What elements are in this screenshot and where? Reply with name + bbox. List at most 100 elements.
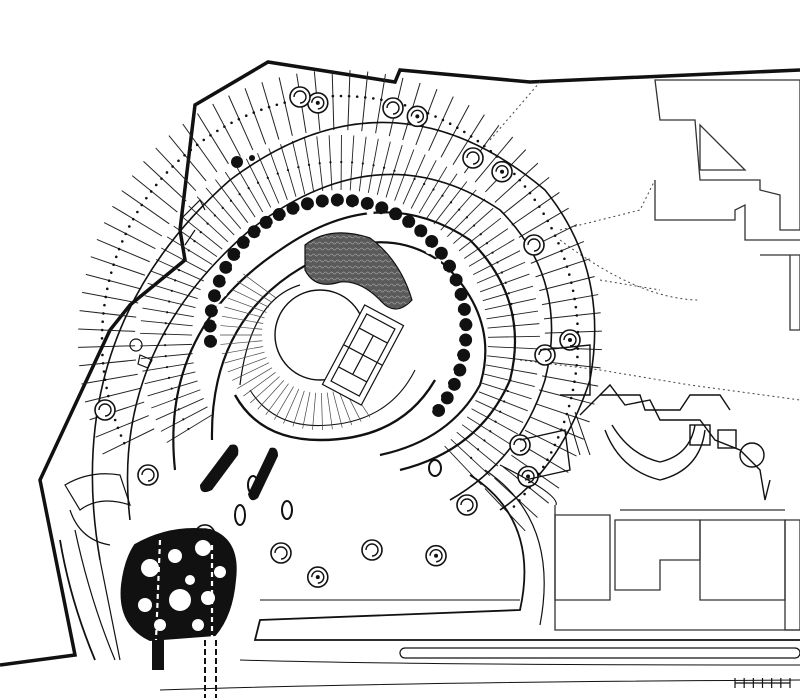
- middle-ring-dot: [500, 271, 504, 274]
- outer-ring-dot: [573, 380, 576, 384]
- tree-highlight: [453, 312, 461, 320]
- outer-ring-dot: [183, 153, 186, 157]
- middle-ring-dot: [307, 163, 311, 166]
- outer-ring-dot: [117, 247, 121, 251]
- outer-ring-dot: [107, 394, 110, 398]
- middle-ring-dot: [479, 233, 482, 236]
- middle-ring-dot: [507, 292, 510, 295]
- outer-house-wall: [95, 415, 149, 438]
- middle-ring-dot: [177, 408, 180, 411]
- middle-ring-dot: [256, 181, 260, 184]
- entrance-ramps: [200, 444, 442, 526]
- outer-house-wall: [494, 162, 539, 203]
- tree-highlight: [447, 284, 455, 292]
- amphitheatre-step: [224, 306, 265, 319]
- outer-ring-dot: [553, 443, 557, 447]
- spiral-stair: [513, 438, 527, 452]
- outer-ring-dot: [347, 94, 351, 98]
- middle-ring-dot: [506, 389, 509, 393]
- tree-highlight: [434, 394, 442, 402]
- outer-ring-dot: [331, 94, 335, 98]
- tree-highlight: [283, 215, 291, 223]
- stair-core: [315, 575, 320, 580]
- outer-ring-dot: [140, 203, 144, 207]
- outer-house-wall: [484, 488, 526, 532]
- outer-ring-dot: [546, 219, 550, 223]
- outer-ring-dot: [575, 314, 579, 317]
- stair-core: [526, 474, 531, 479]
- middle-ring-dot: [465, 216, 468, 219]
- middle-ring-dot: [229, 199, 233, 202]
- outer-ring-dot: [145, 196, 148, 200]
- middle-ring-dot: [177, 268, 181, 272]
- stair-tower: [523, 234, 545, 256]
- outer-ring-dot: [363, 96, 367, 99]
- outer-house-wall: [244, 88, 267, 145]
- middle-ring-dot: [318, 162, 321, 165]
- outer-ring-dot: [518, 178, 522, 182]
- middle-ring-dot: [206, 222, 209, 225]
- amphitheatre-step: [274, 386, 294, 420]
- outer-ring-dot: [107, 279, 111, 283]
- clubhouse-cluster: [519, 344, 771, 501]
- spiral-stair: [538, 348, 552, 362]
- context-buildings: [554, 79, 800, 631]
- tree-blob: [425, 234, 439, 248]
- outer-ring-dot: [128, 225, 131, 228]
- outer-ring-dot: [101, 361, 105, 365]
- spiral-stair: [410, 109, 425, 124]
- outer-house-wall: [543, 312, 601, 320]
- amphitheatre-step: [283, 388, 300, 424]
- tree-blob: [315, 194, 329, 208]
- outer-ring-dot: [124, 232, 127, 236]
- tree-highlight: [310, 206, 318, 214]
- tree-blob: [236, 235, 250, 249]
- tree-highlight: [447, 368, 455, 376]
- tree-highlight: [225, 276, 233, 284]
- amphitheatre-step: [220, 325, 263, 330]
- amphitheatre-step: [221, 346, 264, 355]
- amphitheatre-step: [338, 389, 353, 426]
- outer-ring-dot: [165, 171, 169, 174]
- tree-blob: [227, 247, 241, 261]
- outer-house-wall: [530, 240, 585, 264]
- tree-blob: [203, 334, 217, 348]
- tree-blob: [459, 318, 473, 332]
- outer-ring-dot: [177, 159, 180, 163]
- middle-ring-dot: [382, 166, 386, 169]
- tree-highlight: [425, 405, 433, 413]
- outer-ring-dot: [576, 322, 579, 326]
- amphitheatre-step: [312, 392, 317, 430]
- spiral-stair: [495, 165, 509, 179]
- outer-ring-dot: [560, 249, 563, 253]
- tree-blob: [345, 194, 359, 208]
- outer-house-wall: [452, 114, 485, 166]
- outer-house-wall: [84, 387, 141, 403]
- tree-highlight: [425, 247, 433, 255]
- middle-ring-dot: [213, 214, 217, 217]
- amphitheatre-step: [232, 362, 270, 381]
- left-path-details: [64, 198, 206, 546]
- stair-tower: [382, 97, 404, 119]
- middle-ring-dot: [413, 177, 416, 181]
- outer-ring-dot: [562, 420, 566, 424]
- outer-ring-dot: [372, 97, 375, 100]
- tennis-court: [321, 304, 405, 406]
- tree-blob: [203, 319, 217, 333]
- outer-house-wall: [278, 77, 293, 136]
- tree-blob: [434, 246, 448, 260]
- tree-blob: [459, 333, 473, 347]
- outer-housing-ring: [78, 70, 602, 532]
- middle-ring-dot: [496, 261, 499, 264]
- tree-highlight: [453, 340, 461, 348]
- outer-ring-dot: [109, 271, 113, 274]
- stair-tower: [462, 147, 484, 169]
- amphitheatre-step: [237, 281, 273, 303]
- tree-blob: [457, 348, 471, 362]
- outer-ring-dot: [230, 121, 233, 125]
- stair-tower: [289, 86, 311, 108]
- middle-ring-dot: [297, 166, 300, 169]
- middle-ring-dot: [499, 410, 502, 413]
- middle-ring-dot: [187, 249, 190, 252]
- stair-tower: [361, 539, 383, 561]
